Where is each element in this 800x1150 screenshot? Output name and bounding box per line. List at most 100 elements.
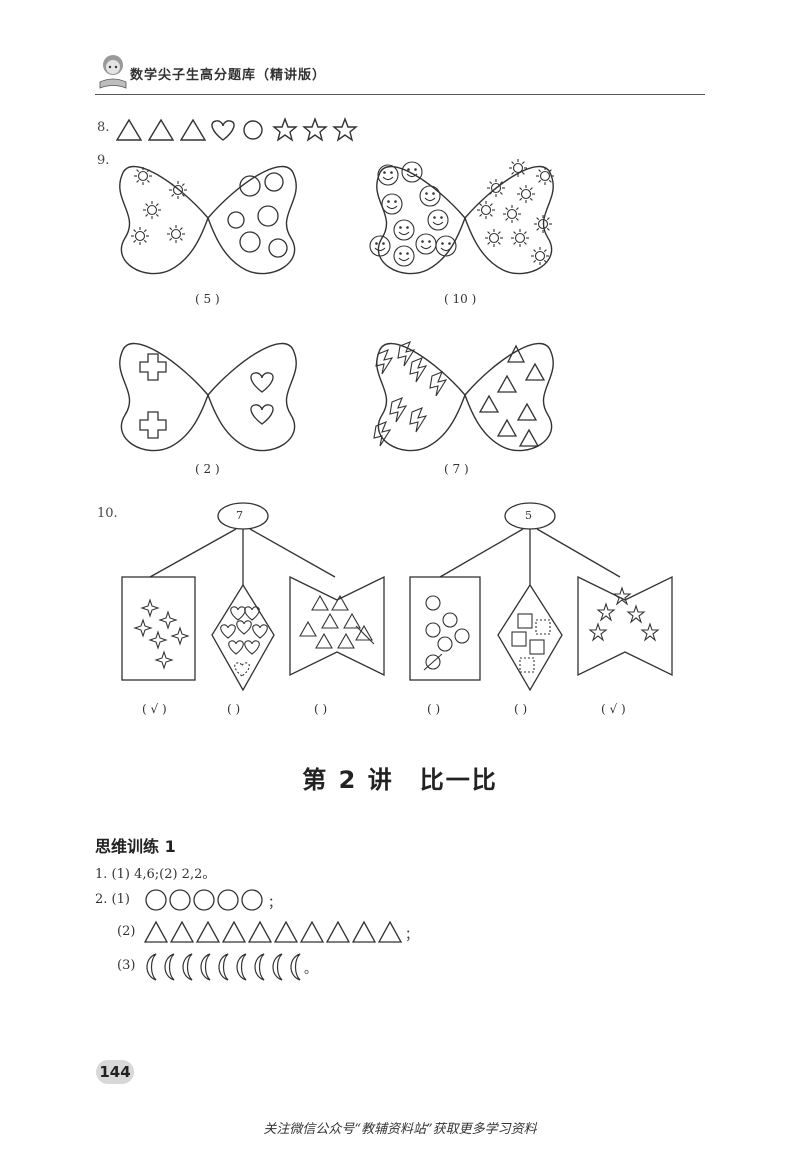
footer-note: 关注微信公众号“教辅资料站”获取更多学习资料 bbox=[263, 1122, 537, 1137]
crossed-triangle-icon bbox=[355, 624, 373, 641]
star-icon bbox=[596, 602, 616, 622]
question-9-figures bbox=[119, 158, 555, 452]
moon-icon bbox=[290, 953, 301, 981]
square-icon bbox=[517, 613, 533, 629]
circle-icon bbox=[169, 889, 191, 911]
circle-icon bbox=[217, 889, 239, 911]
circle-icon bbox=[268, 238, 288, 258]
circle-icon bbox=[227, 211, 245, 229]
rectangle-card-circles bbox=[409, 576, 481, 681]
sparkle-icon bbox=[140, 598, 160, 618]
circle-icon bbox=[264, 172, 284, 192]
question-10-total-left: 7 bbox=[236, 509, 243, 522]
chevron-card-stars bbox=[577, 575, 673, 677]
triangle-icon bbox=[524, 362, 546, 381]
circle-icon bbox=[145, 889, 167, 911]
question-10-answer-3: ( ) bbox=[314, 702, 328, 716]
triangle-icon bbox=[147, 118, 175, 141]
triangle-icon bbox=[506, 344, 526, 363]
heart-icon bbox=[220, 624, 236, 639]
question-10-answer-2: ( ) bbox=[227, 702, 241, 716]
question-10-answer-6: ( √ ) bbox=[601, 702, 626, 716]
heart-icon bbox=[228, 640, 244, 655]
star-icon bbox=[588, 622, 608, 642]
circle-icon bbox=[442, 612, 458, 628]
header-title: 数学尖子生高分题库（精讲版） bbox=[130, 68, 327, 83]
sparkle-icon bbox=[133, 618, 153, 638]
star-icon bbox=[332, 117, 358, 142]
crossed-circle-icon bbox=[425, 654, 441, 670]
answer-line-4-prefix: (3) bbox=[117, 958, 136, 973]
diamond-card-hearts bbox=[211, 583, 275, 692]
triangle-icon bbox=[351, 920, 377, 943]
triangle-icon bbox=[299, 620, 317, 637]
sparkle-icon bbox=[158, 610, 178, 630]
answer-line-1: 1. (1) 4,6;(2) 2,2。 bbox=[95, 867, 216, 882]
triangle-icon bbox=[377, 920, 403, 943]
circle-icon bbox=[425, 622, 441, 638]
moon-icon bbox=[272, 953, 283, 981]
question-10-answer-1: ( √ ) bbox=[142, 702, 167, 716]
moon-icon bbox=[182, 953, 193, 981]
question-10-total-right: 5 bbox=[525, 509, 532, 522]
question-8-number: 8. bbox=[97, 120, 110, 135]
answer-line-3-prefix: (2) bbox=[117, 924, 136, 939]
sparkle-icon bbox=[148, 630, 168, 650]
question-9-answer-1: ( 5 ) bbox=[195, 292, 220, 306]
sparkle-icon bbox=[154, 650, 174, 670]
question-9-answer-4: ( 7 ) bbox=[444, 462, 469, 476]
total-oval-left bbox=[217, 502, 269, 530]
moon-icon bbox=[164, 953, 175, 981]
triangles-row bbox=[143, 920, 403, 943]
triangle-icon bbox=[343, 612, 361, 629]
rectangle-card-stars bbox=[121, 576, 196, 681]
star-icon bbox=[612, 586, 632, 606]
triangle-icon bbox=[496, 374, 518, 393]
question-9-number: 9. bbox=[97, 153, 110, 168]
circle-icon bbox=[239, 231, 261, 253]
square-icon bbox=[529, 639, 545, 655]
answer-line-2-suffix: ； bbox=[268, 896, 282, 911]
star-icon bbox=[302, 117, 328, 142]
moon-icon bbox=[200, 953, 211, 981]
triangle-icon bbox=[221, 920, 247, 943]
circle-icon bbox=[257, 205, 279, 227]
moon-icon bbox=[146, 953, 157, 981]
triangle-icon bbox=[143, 920, 169, 943]
answer-line-2-prefix: 2. (1) bbox=[95, 892, 130, 907]
heart-icon bbox=[211, 120, 235, 141]
question-10-number: 10. bbox=[97, 506, 118, 521]
butterfly-suns-circles bbox=[119, 165, 297, 275]
butterfly-crosses-hearts bbox=[119, 342, 297, 452]
circle-icon bbox=[454, 628, 470, 644]
circle-icon bbox=[437, 636, 453, 652]
question-9-answer-2: ( 10 ) bbox=[444, 292, 477, 306]
triangle-icon bbox=[273, 920, 299, 943]
answer-line-4-suffix: 。 bbox=[304, 962, 318, 977]
question-10-figures bbox=[121, 502, 673, 692]
dashed-square-icon bbox=[519, 657, 535, 673]
triangle-icon bbox=[315, 632, 333, 649]
heart-icon bbox=[252, 624, 268, 639]
dashed-heart-icon bbox=[234, 662, 250, 677]
star-icon bbox=[640, 622, 660, 642]
square-icon bbox=[511, 631, 527, 647]
moon-icon bbox=[236, 953, 247, 981]
heart-icon bbox=[244, 606, 260, 621]
section-title: 思维训练 1 bbox=[95, 837, 176, 856]
header-divider bbox=[95, 94, 705, 95]
question-9-answer-3: ( 2 ) bbox=[195, 462, 220, 476]
triangle-icon bbox=[478, 394, 500, 413]
triangle-icon bbox=[115, 118, 143, 141]
chevron-card-triangles bbox=[289, 575, 385, 677]
triangle-icon bbox=[325, 920, 351, 943]
circle-icon bbox=[193, 889, 215, 911]
triangle-icon bbox=[337, 632, 355, 649]
heart-icon bbox=[230, 606, 246, 621]
diamond-card-squares bbox=[497, 583, 563, 692]
triangle-icon bbox=[321, 612, 339, 629]
triangle-icon bbox=[311, 594, 329, 611]
heart-icon bbox=[236, 620, 252, 635]
book-mascot-icon bbox=[99, 55, 127, 89]
moons-row bbox=[146, 953, 301, 981]
